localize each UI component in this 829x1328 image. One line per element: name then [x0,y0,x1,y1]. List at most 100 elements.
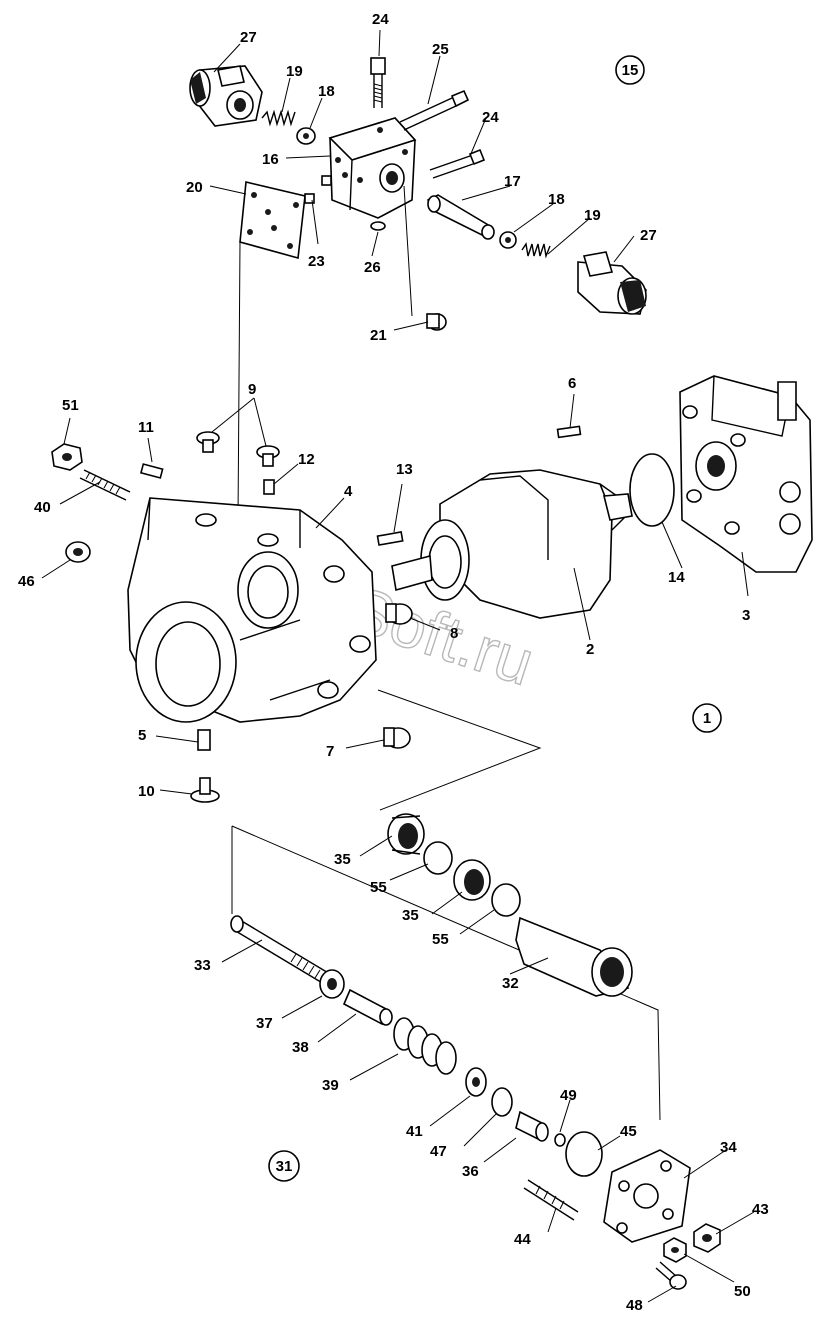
callout-14: 14 [668,569,685,586]
callout-8: 8 [450,625,458,642]
assembly-line-control [377,689,542,811]
o-ring-45-part [565,1131,603,1177]
pin-13-part [376,531,404,546]
callout-17: 17 [504,173,521,190]
screw-24-vertical-part [370,57,386,108]
cover-34-part [603,1149,691,1243]
sleeve-35-top-part [387,813,425,855]
callout-11: 11 [138,419,154,436]
callout-43: 43 [752,1201,769,1218]
callout-7: 7 [326,743,334,760]
plug-7-part [383,727,411,749]
svg-text:31: 31 [276,1158,293,1175]
nut-51-part [51,443,83,471]
pump-housing-part [127,497,377,723]
callout-3: 3 [742,607,750,624]
plug-46-part [65,541,91,563]
pin-5-part [197,729,211,751]
assembly-line-valve [403,185,413,317]
callout-55-bottom: 55 [432,931,449,948]
o-ring-49-part [554,1133,566,1147]
screw-25-part [399,89,470,131]
callout-33: 33 [194,957,211,974]
callout-26: 26 [364,259,381,276]
svg-text:1: 1 [703,710,711,727]
callout-10: 10 [138,783,155,800]
piston-37-part [319,969,345,999]
sleeve-35-bottom-part [453,859,491,901]
nut-43-part [693,1223,721,1253]
callout-4: 4 [344,483,353,500]
plug-8-part [385,603,413,625]
callout-19-top: 19 [286,63,303,80]
sleeve-38-part [342,988,393,1026]
cylinder-32-part [515,916,633,997]
washer-top-part [296,127,316,145]
callout-18-side: 18 [548,191,565,208]
spring-side-part [521,242,551,259]
callout-32: 32 [502,975,519,992]
callout-5: 5 [138,727,146,744]
o-ring-14-part [629,453,675,527]
bolt-10-part [190,777,220,803]
callout-16: 16 [262,151,279,168]
callout-35-top: 35 [334,851,351,868]
callout-40: 40 [34,499,51,516]
group-label-1: 1 [692,703,722,733]
o-ring-55-top-part [423,841,453,875]
stud-44-part [523,1179,579,1221]
callout-24-side: 24 [482,109,499,126]
assembly-line-lower [231,825,661,1121]
callout-13: 13 [396,461,413,478]
callout-44: 44 [514,1231,531,1248]
callout-55-top: 55 [370,879,387,896]
solenoid-side-part [577,251,647,315]
callout-numbers: 27 24 25 19 18 16 20 23 26 17 18 19 27 2… [18,11,769,1314]
callout-12: 12 [298,451,315,468]
spring-seat-41-part [465,1067,487,1097]
o-ring-55-bottom-part [491,883,521,917]
callout-46: 46 [18,573,35,590]
callout-50: 50 [734,1283,751,1300]
assembly-line-plate [237,241,241,521]
pin-11-part [139,463,164,479]
leader-lines [41,29,755,1303]
callout-9: 9 [248,381,256,398]
rod-33-part [230,915,341,991]
stud-40-part [79,469,131,501]
callout-39: 39 [322,1077,339,1094]
svg-text:15: 15 [622,62,639,79]
callout-49: 49 [560,1087,577,1104]
callout-2: 2 [586,641,594,658]
callout-27-side: 27 [640,227,657,244]
cover-plate-part [239,181,306,260]
callout-38: 38 [292,1039,309,1056]
callout-19-side: 19 [584,207,601,224]
callout-34: 34 [720,1139,737,1156]
spool-part [426,194,495,240]
spring-top-part [261,109,296,127]
callout-41: 41 [406,1123,423,1140]
solenoid-top-part [189,65,263,127]
callout-21: 21 [370,327,387,344]
callout-48: 48 [626,1297,643,1314]
callout-37: 37 [256,1015,273,1032]
rotating-group-part [391,469,633,619]
callout-20: 20 [186,179,203,196]
bolt-48-part [655,1261,687,1290]
nut-50-part [663,1237,687,1263]
screw-24-side-part [429,148,486,179]
washer-side-part [499,231,517,249]
plug-12-part [263,479,275,495]
valve-body-part [328,117,417,219]
o-ring-26-part [370,221,386,231]
group-label-15: 15 [615,55,645,85]
callout-18-top: 18 [318,83,335,100]
bolt-9-left-part [196,431,220,453]
pin-6-part [556,425,582,439]
group-label-31: 31 [268,1150,300,1182]
callout-35-bottom: 35 [402,907,419,924]
end-cover-part [679,375,813,573]
